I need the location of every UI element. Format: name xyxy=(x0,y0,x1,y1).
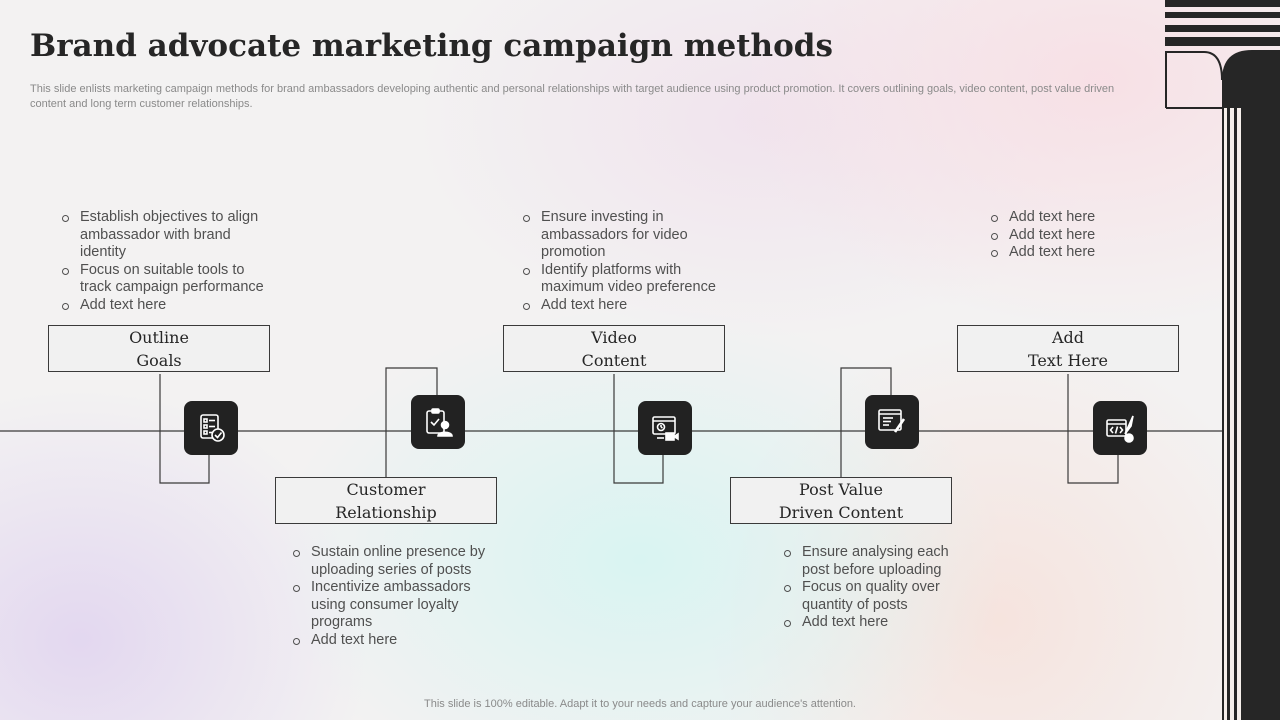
step-label-line2: Driven Content xyxy=(778,502,904,522)
list-item: Sustain online presence by uploading ser… xyxy=(292,544,497,579)
connector-customer-relationship xyxy=(385,367,438,477)
list-item: Add text here xyxy=(61,297,276,315)
step-label-line1: Outline xyxy=(129,327,189,347)
step-label-line2: Relationship xyxy=(335,502,437,522)
step-box-customer-relationship: Customer Relationship xyxy=(275,477,497,524)
list-item: Add text here xyxy=(990,209,1150,227)
step-box-video-content: Video Content xyxy=(503,325,725,372)
bullets-post-value: Ensure analysing each post before upload… xyxy=(783,544,978,632)
list-item: Incentivize ambassadors using consumer l… xyxy=(292,579,497,632)
bullets-video-content: Ensure investing in ambassadors for vide… xyxy=(522,209,727,315)
step-label-line2: Text Here xyxy=(1028,350,1108,370)
step-label-line2: Content xyxy=(581,350,647,370)
list-item: Ensure analysing each post before upload… xyxy=(783,544,978,579)
list-item: Add text here xyxy=(990,244,1150,262)
decorative-column xyxy=(1165,0,1280,720)
code-rocket-icon xyxy=(1093,401,1147,455)
web-content-icon xyxy=(865,395,919,449)
page-subtitle: This slide enlists marketing campaign me… xyxy=(30,83,1115,110)
video-screen-icon xyxy=(638,401,692,455)
list-item: Focus on suitable tools to track campaig… xyxy=(61,262,276,297)
list-item: Add text here xyxy=(522,297,727,315)
page-title: Brand advocate marketing campaign method… xyxy=(30,28,833,64)
list-item: Focus on quality over quantity of posts xyxy=(783,579,978,614)
connector-video-content xyxy=(613,374,664,484)
list-item: Add text here xyxy=(783,614,978,632)
list-item: Identify platforms with maximum video pr… xyxy=(522,262,727,297)
step-label-line1: Customer xyxy=(346,479,426,499)
connector-post-value xyxy=(840,367,892,477)
clipboard-user-icon xyxy=(411,395,465,449)
connector-outline-goals xyxy=(159,374,210,484)
step-box-add-text: Add Text Here xyxy=(957,325,1179,372)
list-item: Add text here xyxy=(292,632,497,650)
step-label-line1: Post Value xyxy=(799,479,883,499)
bullets-outline-goals: Establish objectives to align ambassador… xyxy=(61,209,276,315)
checklist-icon xyxy=(184,401,238,455)
bullets-customer-relationship: Sustain online presence by uploading ser… xyxy=(292,544,497,650)
step-box-post-value: Post Value Driven Content xyxy=(730,477,952,524)
list-item: Add text here xyxy=(990,227,1150,245)
step-label-line1: Video xyxy=(591,327,637,347)
step-label-line2: Goals xyxy=(136,350,182,370)
list-item: Ensure investing in ambassadors for vide… xyxy=(522,209,727,262)
step-label-line1: Add xyxy=(1051,327,1085,347)
bullets-add-text: Add text here Add text here Add text her… xyxy=(990,209,1150,262)
connector-add-text xyxy=(1067,374,1119,484)
list-item: Establish objectives to align ambassador… xyxy=(61,209,276,262)
step-box-outline-goals: Outline Goals xyxy=(48,325,270,372)
footer-note: This slide is 100% editable. Adapt it to… xyxy=(424,698,856,710)
